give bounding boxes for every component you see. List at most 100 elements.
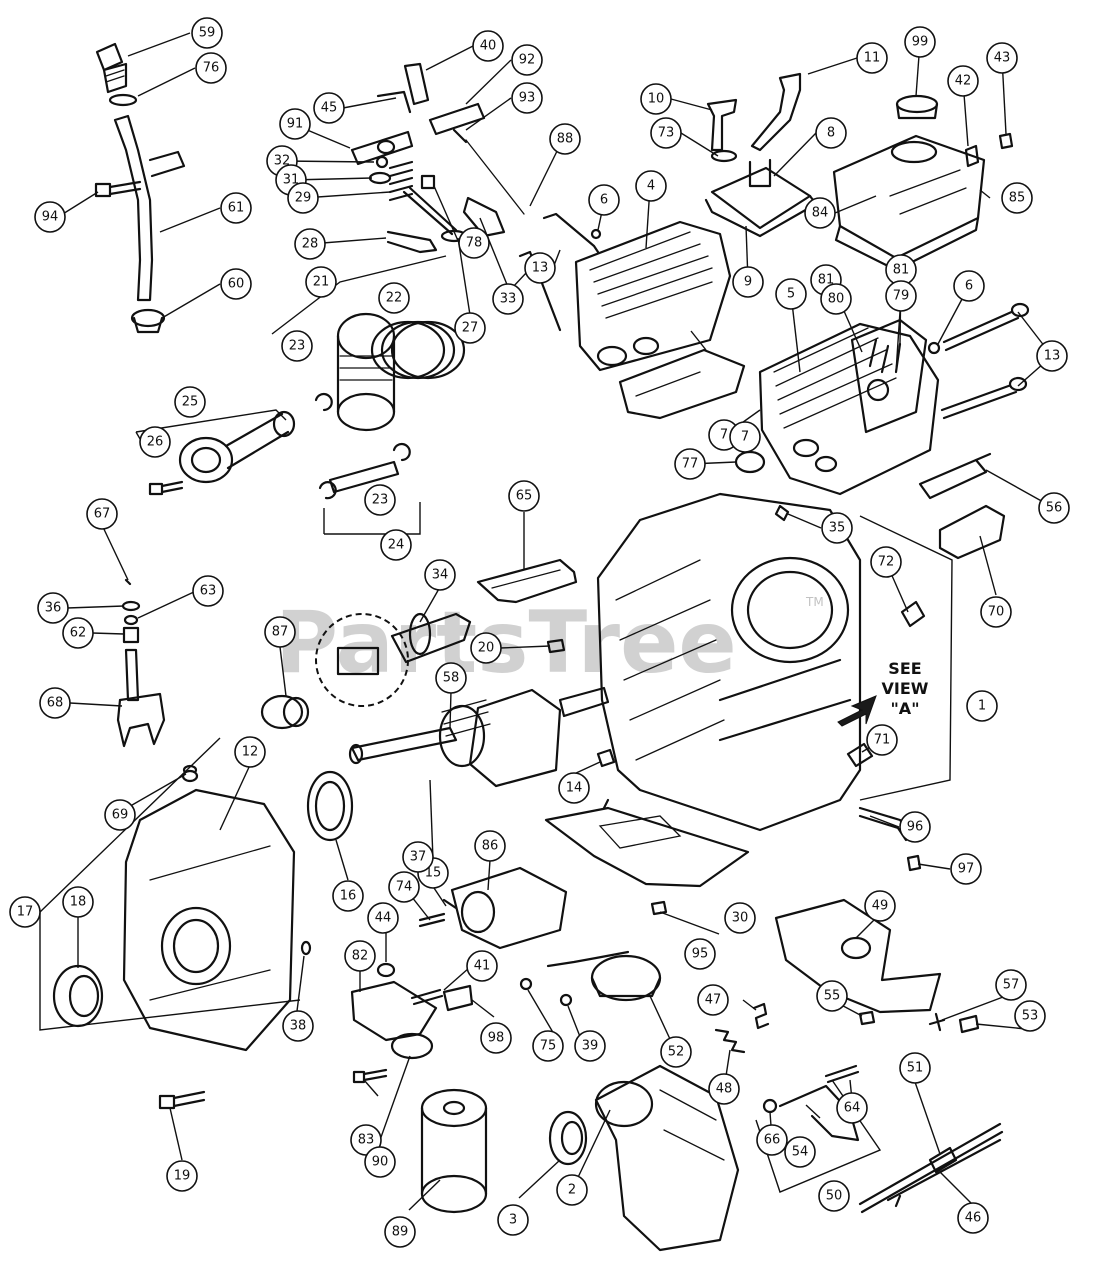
svg-text:25: 25 <box>182 395 199 410</box>
governor-shaft <box>116 578 166 748</box>
svg-text:40: 40 <box>480 39 497 54</box>
callout-84: 84 <box>804 197 836 229</box>
callout-34: 34 <box>424 559 456 591</box>
callout-87: 87 <box>264 616 296 648</box>
bearing-16 <box>306 770 354 842</box>
callout-23b: 23 <box>364 484 396 516</box>
svg-text:17: 17 <box>17 905 34 920</box>
svg-text:87: 87 <box>272 625 289 640</box>
callout-85: 85 <box>1001 182 1033 214</box>
svg-text:5: 5 <box>787 287 795 302</box>
svg-text:78: 78 <box>466 236 483 251</box>
svg-text:47: 47 <box>705 993 722 1008</box>
callout-26: 26 <box>139 426 171 458</box>
callout-13b: 13 <box>1036 340 1068 372</box>
cover-plate-65 <box>476 558 578 654</box>
svg-text:53: 53 <box>1022 1009 1039 1024</box>
svg-text:56: 56 <box>1046 501 1063 516</box>
cylinder-head-left <box>518 212 732 372</box>
svg-text:64: 64 <box>844 1101 861 1116</box>
svg-text:79: 79 <box>893 289 910 304</box>
svg-text:23: 23 <box>372 493 389 508</box>
svg-text:18: 18 <box>70 895 87 910</box>
view-a-note: SEE VIEW "A" <box>837 659 929 727</box>
callout-38: 38 <box>282 1010 314 1042</box>
svg-text:28: 28 <box>302 237 319 252</box>
callout-77: 77 <box>674 448 706 480</box>
valve-cover-assembly <box>832 94 1014 272</box>
callout-40: 40 <box>472 30 504 62</box>
crankcase-cover <box>39 737 301 1052</box>
callout-67: 67 <box>86 498 118 530</box>
svg-text:86: 86 <box>482 839 499 854</box>
svg-text:3: 3 <box>509 1213 517 1228</box>
callout-27: 27 <box>454 312 486 344</box>
callout-93: 93 <box>511 82 543 114</box>
callout-20: 20 <box>470 632 502 664</box>
svg-text:19: 19 <box>174 1169 191 1184</box>
svg-text:38: 38 <box>290 1019 307 1034</box>
callout-54: 54 <box>784 1136 816 1168</box>
svg-text:10: 10 <box>648 92 665 107</box>
callout-61: 61 <box>220 192 252 224</box>
svg-text:2: 2 <box>568 1183 576 1198</box>
bolt-19 <box>158 940 312 1110</box>
svg-text:6: 6 <box>965 279 973 294</box>
callout-65: 65 <box>508 480 540 512</box>
head-gasket <box>618 348 746 420</box>
callout-33a: 33 <box>492 283 524 315</box>
callout-57: 57 <box>995 969 1027 1001</box>
svg-text:23: 23 <box>289 339 306 354</box>
callout-22: 22 <box>378 282 410 314</box>
svg-text:20: 20 <box>478 641 495 656</box>
crankshaft <box>348 686 610 788</box>
svg-text:95: 95 <box>692 947 709 962</box>
svg-text:43: 43 <box>994 51 1011 66</box>
svg-text:85: 85 <box>1009 191 1026 206</box>
svg-text:96: 96 <box>907 820 924 835</box>
spark-plug-parts <box>734 450 1006 560</box>
plug-14 <box>596 748 616 768</box>
svg-text:68: 68 <box>47 696 64 711</box>
svg-text:76: 76 <box>203 61 220 76</box>
callout-98: 98 <box>480 1022 512 1054</box>
callout-71: 71 <box>866 724 898 756</box>
callout-96: 96 <box>899 811 931 843</box>
callout-8: 8 <box>815 117 847 149</box>
valve-train-parts <box>350 62 525 254</box>
svg-text:46: 46 <box>965 1211 982 1226</box>
callout-41: 41 <box>466 950 498 982</box>
svg-text:13: 13 <box>532 261 549 276</box>
callout-47: 47 <box>697 984 729 1016</box>
callout-24: 24 <box>380 529 412 561</box>
callout-29: 29 <box>287 182 319 214</box>
svg-text:90: 90 <box>372 1155 389 1170</box>
svg-text:97: 97 <box>958 862 975 877</box>
piston-and-rings <box>271 255 466 432</box>
callout-99: 99 <box>904 26 936 58</box>
callout-6b: 6 <box>953 270 985 302</box>
callout-25: 25 <box>174 386 206 418</box>
svg-text:60: 60 <box>228 277 245 292</box>
svg-text:89: 89 <box>392 1225 409 1240</box>
callout-88: 88 <box>549 123 581 155</box>
view-note-line3: "A" <box>890 699 919 718</box>
svg-text:51: 51 <box>907 1061 924 1076</box>
watermark-trademark: TM <box>805 595 824 609</box>
svg-text:57: 57 <box>1003 978 1020 993</box>
svg-text:12: 12 <box>242 745 259 760</box>
svg-text:42: 42 <box>955 74 972 89</box>
callout-74: 74 <box>388 871 420 903</box>
callout-69: 69 <box>104 799 136 831</box>
svg-text:80: 80 <box>828 292 845 307</box>
oil-seal-18 <box>52 964 104 1028</box>
svg-text:32: 32 <box>274 154 291 169</box>
piston-pin <box>318 442 421 535</box>
oil-plug-69 <box>181 769 199 783</box>
svg-text:37: 37 <box>410 850 427 865</box>
svg-text:75: 75 <box>540 1039 557 1054</box>
svg-text:71: 71 <box>874 733 891 748</box>
callout-56: 56 <box>1038 492 1070 524</box>
view-note-line1: SEE <box>888 659 921 678</box>
callout-90: 90 <box>364 1146 396 1178</box>
